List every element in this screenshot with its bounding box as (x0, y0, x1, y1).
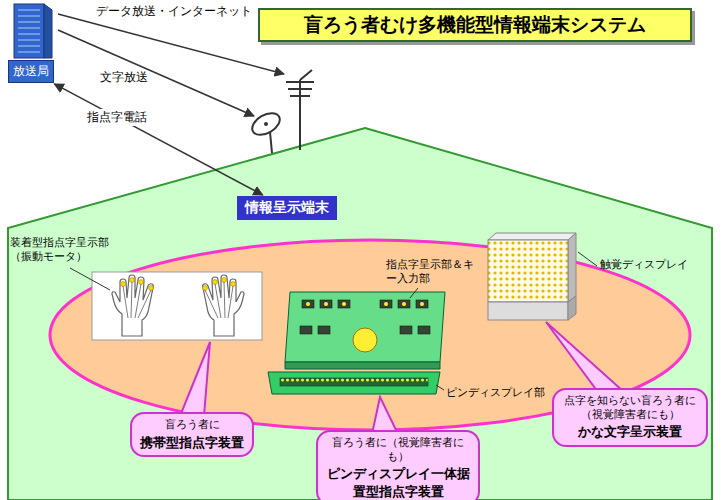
part-label: 指点字呈示部＆キー入力部 (386, 258, 480, 287)
callout-bubble: 点字を知らない盲ろう者に（視覚障害者にも） かな文字呈示装置 (552, 388, 708, 447)
node-title: かな文字呈示装置 (560, 423, 700, 441)
braille-device (268, 292, 445, 394)
node-title: ピンディスプレイ一体据置型指点字装置 (324, 465, 472, 500)
node-text: 盲ろう者に (138, 418, 246, 432)
house-outline (8, 128, 712, 500)
node-text: 盲ろう者に（視覚障害者にも） (324, 436, 472, 463)
callout-bubble: 盲ろう者に（視覚障害者にも）ピンディスプレイ一体据置型指点字装置 (316, 430, 480, 500)
node-text: 放送局 (11, 63, 51, 80)
part-label: 触覚ディスプレイ (600, 258, 704, 272)
tactile-display (488, 233, 576, 320)
callout-bubble: 盲ろう者に携帯型指点字装置 (130, 412, 254, 457)
signal-label: 文字放送 (100, 70, 148, 86)
signal-label: データ放送・インターネット (96, 4, 252, 20)
terminal-label: 情報呈示端末 (237, 196, 337, 220)
tv-antenna (286, 70, 314, 150)
node-title: 携帯型指点字装置 (138, 434, 246, 452)
leader-line (70, 252, 597, 390)
node-text: 情報呈示端末 (245, 199, 329, 217)
title-box: 盲ろう者むけ多機能型情報端末システム (258, 8, 692, 42)
broadcast-arrow (58, 30, 254, 116)
title-text: 盲ろう者むけ多機能型情報端末システム (304, 12, 646, 38)
broadcast-arrow (58, 14, 284, 74)
station-label: 放送局 (8, 60, 54, 83)
station-building (14, 4, 52, 58)
edge-label: 指点字電話 (85, 109, 149, 126)
part-label: ピンディスプレイ部 (446, 386, 545, 400)
part-label: 装着型指点字呈示部（振動モータ） (10, 236, 112, 265)
connector (54, 84, 262, 195)
glove-device (92, 272, 262, 340)
node-text: 点字を知らない盲ろう者に（視覚障害者にも） (560, 394, 700, 421)
